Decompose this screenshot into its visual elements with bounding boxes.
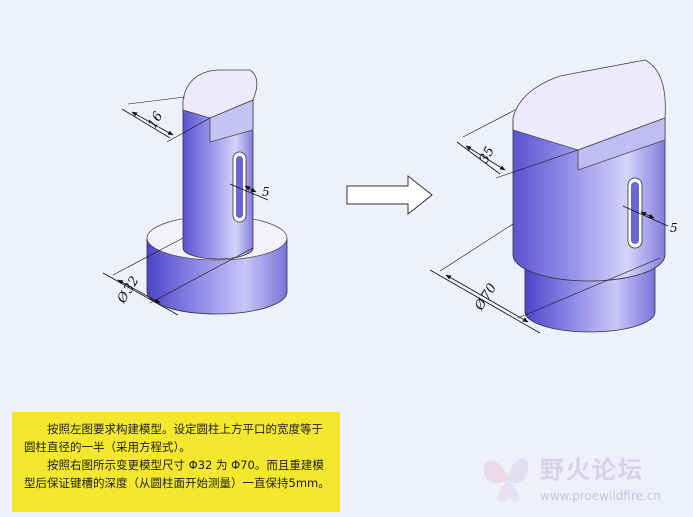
- right-base-side: [524, 261, 656, 333]
- left-dim-slot: 5: [262, 185, 270, 199]
- butterfly-logo-icon: [483, 458, 529, 503]
- right-dim-diameter: 70: [479, 281, 500, 303]
- right-model: 35 5 Ø 70: [429, 59, 678, 334]
- left-dim-width: 16: [145, 110, 166, 132]
- left-model: 16 5 Ø 32: [102, 69, 288, 316]
- right-main-side: [512, 117, 666, 282]
- left-flat-face: [209, 99, 254, 143]
- watermark-name: 野火论坛: [540, 456, 644, 484]
- instruction-paragraph-1: 按照左图要求构建模型。设定圆柱上方平口的宽度等于圆柱直径的一半（采用方程式）。: [24, 422, 323, 454]
- forum-watermark: 野火论坛 www.proewildfire.cn: [483, 456, 661, 503]
- right-top-flat: [512, 59, 666, 151]
- right-flat-face: [577, 117, 666, 171]
- transform-arrow: [346, 174, 433, 216]
- instruction-paragraph-2: 按照右图所示变更模型尺寸 Φ32 为 Φ70。而且重建模型后保证键槽的深度（从圆…: [24, 458, 330, 490]
- watermark-url: www.proewildfire.cn: [540, 489, 661, 503]
- right-dim-width: 35: [477, 144, 498, 166]
- right-dim-slot: 5: [670, 221, 678, 235]
- left-dim-diameter: 32: [121, 274, 142, 296]
- instruction-note: 按照左图要求构建模型。设定圆柱上方平口的宽度等于圆柱直径的一半（采用方程式）。 …: [12, 412, 340, 512]
